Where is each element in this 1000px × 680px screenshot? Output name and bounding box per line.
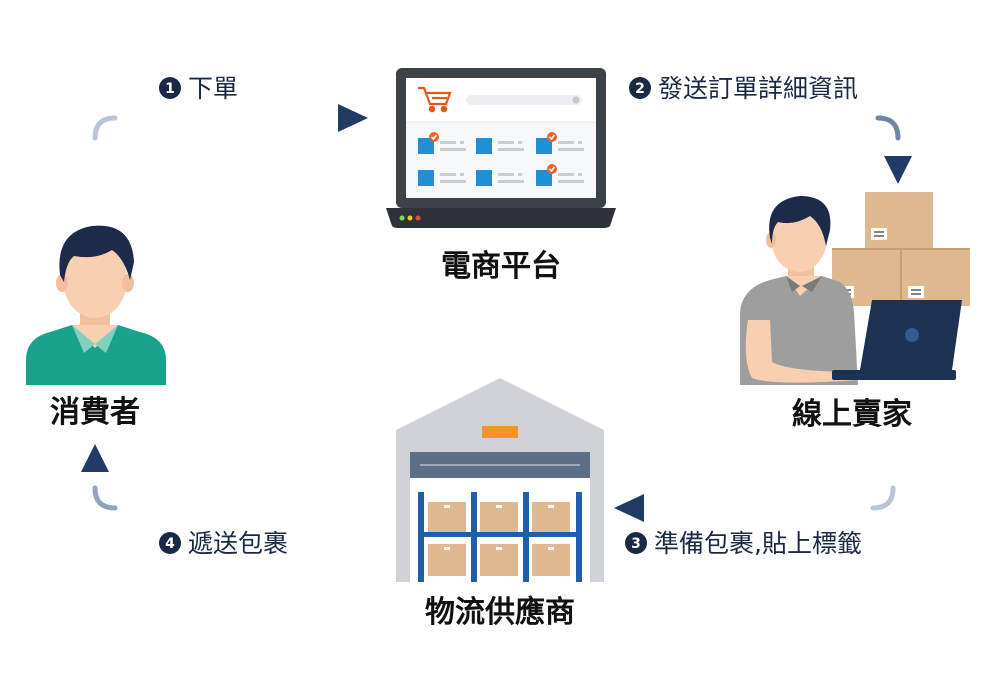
check-badge-icon bbox=[547, 164, 557, 174]
step-label: 準備包裹,貼上標籤 bbox=[654, 529, 862, 558]
step-number-badge bbox=[629, 77, 651, 99]
ecommerce-platform-illustration bbox=[386, 68, 616, 228]
online-seller-illustration bbox=[740, 192, 970, 385]
package-boxes bbox=[832, 192, 970, 306]
arrow-4-logistics-to-consumer bbox=[81, 444, 365, 511]
seller-label: 線上賣家 bbox=[792, 397, 912, 432]
arrow-1-consumer-to-platform bbox=[92, 104, 368, 215]
arrow-3-seller-to-logistics bbox=[614, 449, 896, 522]
step-label: 下單 bbox=[188, 74, 238, 103]
step-4: 4 遞送包裹 bbox=[159, 529, 288, 558]
check-badge-icon bbox=[547, 132, 557, 142]
step-2: 2 發送訂單詳細資訊 bbox=[629, 74, 858, 103]
arrow-2-platform-to-seller bbox=[617, 115, 912, 184]
step-number: 4 bbox=[165, 536, 175, 552]
product-grid bbox=[418, 132, 584, 186]
search-bar bbox=[466, 95, 582, 105]
step-label: 遞送包裹 bbox=[188, 529, 288, 558]
logistics-label: 物流供應商 bbox=[425, 595, 575, 630]
search-icon bbox=[572, 96, 580, 104]
logistics-warehouse-illustration bbox=[396, 378, 604, 582]
step-1: 1 下單 bbox=[159, 74, 238, 103]
step-number-badge bbox=[625, 532, 647, 554]
step-3: 3 準備包裹,貼上標籤 bbox=[625, 529, 862, 558]
step-number: 2 bbox=[635, 81, 645, 97]
shelf-rack bbox=[418, 492, 582, 582]
step-number-badge bbox=[159, 77, 181, 99]
step-number-badge bbox=[159, 532, 181, 554]
consumer-label: 消費者 bbox=[50, 395, 140, 430]
shopping-cart-icon bbox=[418, 86, 452, 113]
platform-label: 電商平台 bbox=[441, 249, 561, 284]
shelf-boxes bbox=[428, 502, 570, 576]
step-number: 3 bbox=[631, 536, 641, 552]
step-number: 1 bbox=[165, 81, 175, 97]
consumer-illustration bbox=[26, 225, 166, 385]
step-label: 發送訂單詳細資訊 bbox=[658, 74, 858, 103]
check-badge-icon bbox=[429, 132, 439, 142]
